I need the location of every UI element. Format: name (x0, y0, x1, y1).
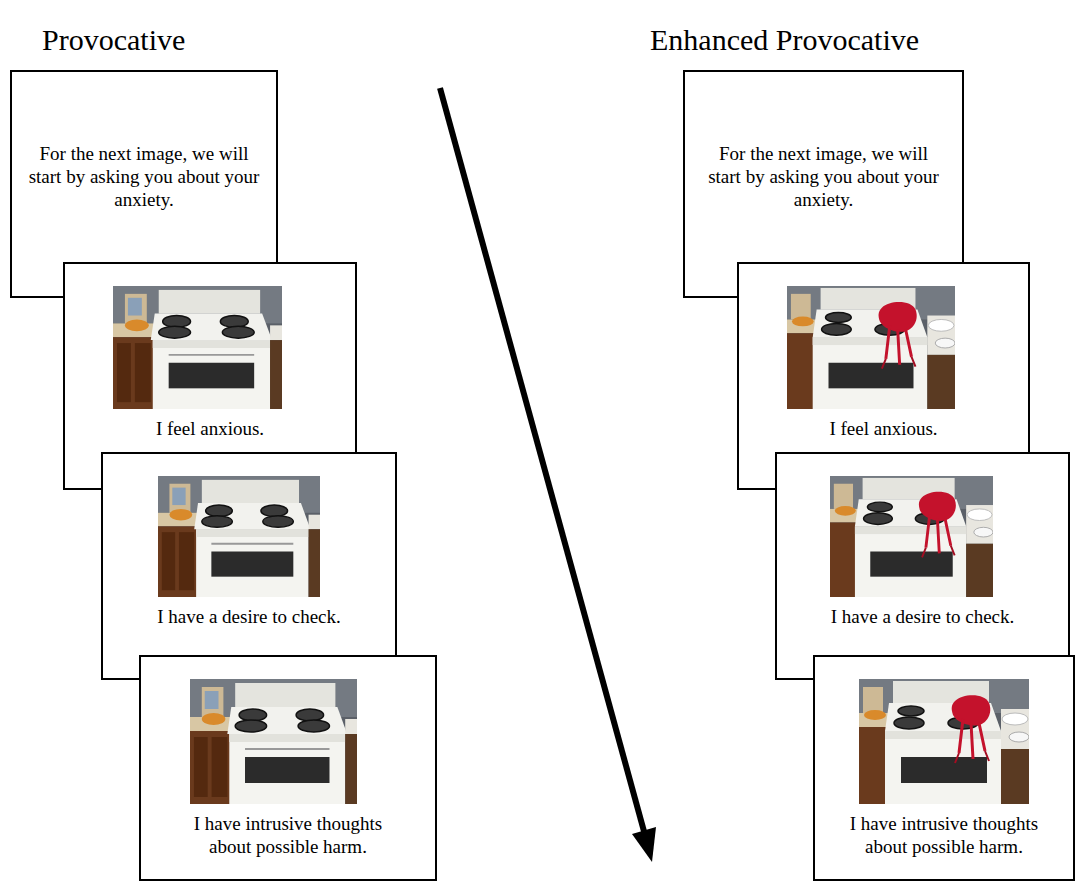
kitchen-photo-enhanced (787, 286, 955, 409)
column-heading: Provocative (42, 22, 185, 58)
instruction-text: For the next image, we will start by ask… (708, 142, 940, 211)
arrow-head (632, 827, 656, 862)
stimulus-card: I have a desire to check. (775, 452, 1070, 680)
prompt-statement: I feel anxious. (156, 417, 264, 440)
kitchen-photo (113, 286, 282, 409)
stimulus-card: I have a desire to check. (101, 452, 397, 680)
stimulus-card: I have intrusive thoughts about possible… (139, 655, 437, 881)
instruction-text: For the next image, we will start by ask… (28, 142, 260, 211)
card-text-area: I feel anxious. (65, 417, 355, 440)
card-text-area: I have a desire to check. (103, 605, 395, 628)
column-heading: Enhanced Provocative (650, 22, 919, 58)
card-text-area: I feel anxious. (739, 417, 1028, 440)
prompt-statement: I feel anxious. (829, 417, 937, 440)
kitchen-photo-enhanced (859, 679, 1029, 804)
prompt-statement: I have a desire to check. (831, 605, 1015, 628)
stimulus-card: I have intrusive thoughts about possible… (813, 655, 1075, 881)
kitchen-photo (158, 476, 320, 597)
card-text-area: For the next image, we will start by ask… (685, 142, 962, 211)
prompt-statement: I have intrusive thoughts about possible… (833, 812, 1055, 858)
prompt-statement: I have intrusive thoughts about possible… (173, 812, 403, 858)
prompt-statement: I have a desire to check. (157, 605, 341, 628)
kitchen-photo-enhanced (830, 476, 993, 597)
arrow-shaft (440, 88, 645, 835)
card-text-area: For the next image, we will start by ask… (12, 142, 276, 211)
kitchen-photo (190, 679, 357, 804)
card-text-area: I have a desire to check. (777, 605, 1068, 628)
card-text-area: I have intrusive thoughts about possible… (815, 812, 1073, 858)
card-text-area: I have intrusive thoughts about possible… (141, 812, 435, 858)
